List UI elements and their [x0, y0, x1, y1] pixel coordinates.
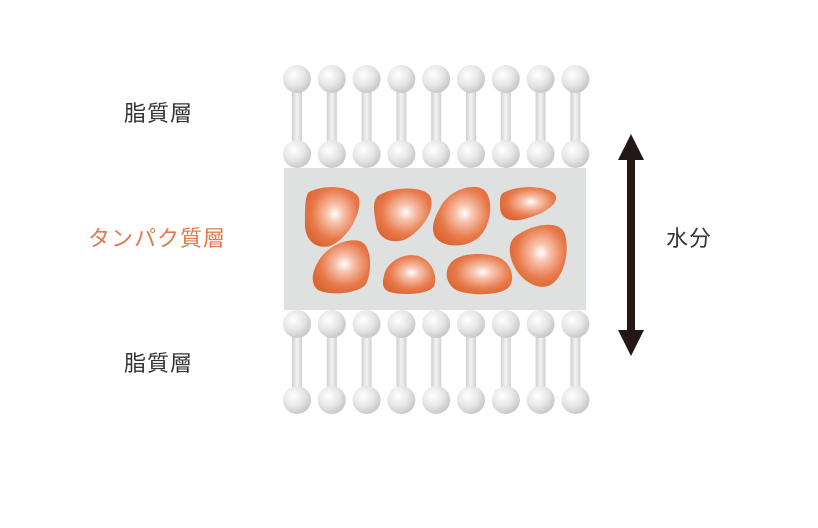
lipid-tail	[570, 79, 581, 154]
lipid-bilayer-bottom	[283, 310, 590, 414]
lipid-head	[352, 140, 381, 168]
lipid-head	[317, 65, 346, 93]
protein-blob	[433, 186, 491, 246]
lipid-head	[491, 386, 520, 414]
lipid-head	[317, 310, 346, 338]
lipid-molecule	[491, 310, 520, 414]
lipid-head	[422, 310, 451, 338]
lipid-molecule	[457, 65, 485, 168]
lipid-head	[561, 140, 590, 168]
lipid-molecule	[387, 310, 416, 414]
lipid-tail	[326, 324, 337, 400]
lipid-head	[422, 386, 451, 414]
lipid-head	[422, 65, 451, 93]
lipid-tail	[466, 79, 476, 154]
lipid-tail	[396, 324, 407, 400]
lipid-head	[561, 65, 590, 93]
lipid-head	[387, 386, 416, 414]
lipid-head	[526, 310, 555, 338]
lipid-tail	[396, 79, 407, 154]
lipid-molecule	[317, 65, 346, 168]
lipid-bilayer-top	[283, 65, 590, 168]
protein-blob	[446, 254, 513, 295]
lipid-tail	[292, 324, 302, 400]
protein-blob	[382, 255, 436, 294]
lipid-head	[352, 310, 381, 338]
lipid-head	[283, 140, 311, 168]
lipid-tail	[500, 79, 511, 154]
lipid-head	[317, 140, 346, 168]
lipid-molecule	[526, 310, 555, 414]
lipid-head	[283, 310, 311, 338]
lipid-molecule	[457, 310, 485, 414]
lipid-molecule	[422, 65, 451, 168]
protein-layer-label: タンパク質層	[88, 227, 227, 252]
lipid-tail	[500, 324, 511, 400]
protein-blob	[312, 240, 371, 294]
lipid-tail	[361, 79, 372, 154]
lipid-molecule	[561, 310, 590, 414]
lipid-head	[491, 140, 520, 168]
lipid-molecule	[561, 65, 590, 168]
lipid-head	[457, 65, 485, 93]
lipid-tail	[361, 324, 372, 400]
lipid-layer-label-bottom: 脂質層	[124, 352, 194, 377]
lipid-tail	[535, 324, 546, 400]
lipid-head	[387, 140, 416, 168]
lipid-molecule	[387, 65, 416, 168]
lipid-head	[283, 65, 311, 93]
lipid-molecule	[283, 310, 311, 414]
lipid-tail	[570, 324, 581, 400]
lipid-tail	[292, 79, 302, 154]
lipid-molecule	[352, 65, 381, 168]
lipid-head	[561, 310, 590, 338]
lipid-tail	[431, 79, 442, 154]
lipid-head	[387, 65, 416, 93]
lipid-molecule	[283, 65, 311, 168]
protein-blob	[374, 188, 432, 242]
lipid-head	[526, 140, 555, 168]
lipid-tail	[326, 79, 337, 154]
lipid-head	[526, 386, 555, 414]
water-label: 水分	[666, 227, 713, 252]
lipid-molecule	[491, 65, 520, 168]
lipid-molecule	[526, 65, 555, 168]
lipid-layer-label-top: 脂質層	[124, 102, 194, 127]
lipid-tail	[535, 79, 546, 154]
protein-blob	[304, 187, 360, 247]
lipid-molecule	[352, 310, 381, 414]
lipid-head	[491, 65, 520, 93]
lipid-head	[561, 386, 590, 414]
lipid-tail	[431, 324, 442, 400]
protein-blobs	[304, 186, 567, 295]
protein-blob	[500, 187, 557, 221]
lipid-head	[352, 386, 381, 414]
lipid-head	[526, 65, 555, 93]
lipid-head	[352, 65, 381, 93]
lipid-head	[422, 140, 451, 168]
lipid-molecule	[317, 310, 346, 414]
lipid-head	[317, 386, 346, 414]
lipid-molecule	[422, 310, 451, 414]
lipid-head	[283, 386, 311, 414]
double-arrow-icon	[618, 134, 644, 356]
lipid-head	[387, 310, 416, 338]
protein-blob	[509, 224, 567, 287]
lipid-head	[491, 310, 520, 338]
lipid-head	[457, 310, 485, 338]
lipid-head	[457, 140, 485, 168]
lipid-head	[457, 386, 485, 414]
lipid-tail	[466, 324, 476, 400]
